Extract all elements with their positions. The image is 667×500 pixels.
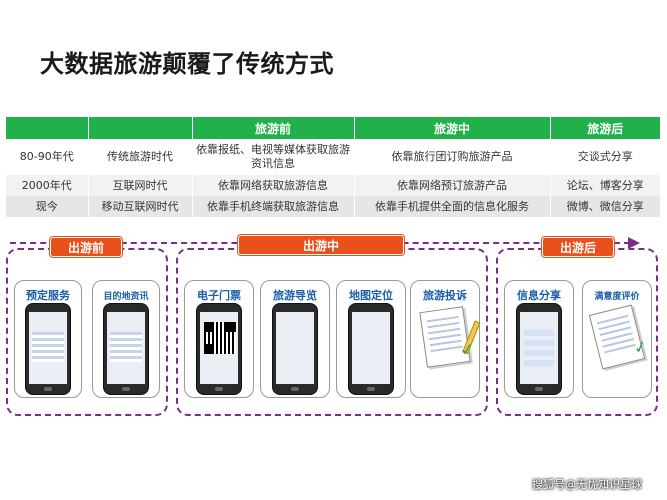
card-tour-guide: 旅游导览 (260, 280, 330, 398)
card-map-location: 地图定位 (336, 280, 406, 398)
phone-icon (25, 303, 71, 395)
table-cell: 80-90年代 (6, 139, 89, 175)
card-satisfaction: 满意度评价 ✓ (582, 280, 652, 398)
table-cell: 传统旅游时代 (88, 139, 193, 175)
table-cell: 依靠手机提供全面的信息化服务 (354, 196, 551, 217)
phone-home-button (291, 387, 299, 391)
check-icon: ✓ (459, 339, 476, 360)
qr-code-icon (204, 322, 236, 354)
table-header-row: 旅游前 旅游中 旅游后 (6, 117, 660, 139)
table-cell: 论坛、博客分享 (550, 175, 660, 196)
check-icon: ✓ (631, 336, 650, 358)
phone-home-button (535, 387, 543, 391)
phone-home-button (122, 387, 130, 391)
table-header-era (6, 117, 89, 139)
table-cell: 依靠旅行团订购旅游产品 (354, 139, 551, 175)
watermark: 搜狐号@无忧知识星球 (532, 478, 642, 491)
arrow-right-icon (628, 237, 640, 249)
card-label: 地图定位 (349, 289, 393, 302)
table-cell: 依靠手机终端获取旅游信息 (192, 196, 355, 217)
table-cell: 依靠网络获取旅游信息 (192, 175, 355, 196)
card-label: 旅游投诉 (423, 289, 467, 302)
phone-screen (200, 312, 238, 384)
table-cell: 2000年代 (6, 175, 89, 196)
table-header-during: 旅游中 (354, 117, 551, 139)
phone-home-button (367, 387, 375, 391)
page-title: 大数据旅游颠覆了传统方式 (40, 50, 334, 78)
table-header-age (88, 117, 193, 139)
card-label: 信息分享 (517, 289, 561, 302)
card-label: 旅游导览 (273, 289, 317, 302)
card-e-ticket: 电子门票 (184, 280, 254, 398)
table-cell: 依靠网络预订旅游产品 (354, 175, 551, 196)
table-cell: 互联网时代 (88, 175, 193, 196)
phone-screen (29, 312, 67, 384)
card-label: 预定服务 (26, 289, 70, 302)
phone-home-button (44, 387, 52, 391)
phone-icon (348, 303, 394, 395)
phone-icon (516, 303, 562, 395)
phone-screen (107, 312, 145, 384)
card-destination-info: 目的地资讯 (92, 280, 160, 398)
card-booking: 预定服务 (14, 280, 82, 398)
phone-icon (103, 303, 149, 395)
survey-form-icon: ✓ (588, 304, 649, 370)
card-label: 满意度评价 (594, 292, 640, 302)
table-cell: 依靠报纸、电视等媒体获取旅游资讯信息 (192, 139, 355, 175)
table-cell: 交谈式分享 (550, 139, 660, 175)
phone-home-button (215, 387, 223, 391)
phase-tag-before: 出游前 (50, 237, 122, 257)
phase-tag-after: 出游后 (542, 237, 614, 257)
card-label: 电子门票 (197, 289, 241, 302)
comparison-table: 旅游前 旅游中 旅游后 80-90年代 传统旅游时代 依靠报纸、电视等媒体获取旅… (6, 117, 660, 217)
card-info-share: 信息分享 (504, 280, 574, 398)
phone-icon (272, 303, 318, 395)
table-row: 现今 移动互联网时代 依靠手机终端获取旅游信息 依靠手机提供全面的信息化服务 微… (6, 196, 660, 217)
table-cell: 微博、微信分享 (550, 196, 660, 217)
table-cell: 现今 (6, 196, 89, 217)
table-row: 80-90年代 传统旅游时代 依靠报纸、电视等媒体获取旅游资讯信息 依靠旅行团订… (6, 139, 660, 175)
table-header-after: 旅游后 (550, 117, 660, 139)
table-cell: 移动互联网时代 (88, 196, 193, 217)
phone-screen (520, 312, 558, 384)
table-header-before: 旅游前 (192, 117, 355, 139)
phone-screen (352, 312, 390, 384)
phase-tag-during: 出游中 (238, 235, 404, 255)
phone-icon (196, 303, 242, 395)
table-row: 2000年代 互联网时代 依靠网络获取旅游信息 依靠网络预订旅游产品 论坛、博客… (6, 175, 660, 196)
document-edit-icon: ✓ (419, 306, 481, 368)
card-label: 目的地资讯 (103, 292, 149, 302)
phone-screen (276, 312, 314, 384)
card-complaint: 旅游投诉 ✓ (410, 280, 481, 398)
